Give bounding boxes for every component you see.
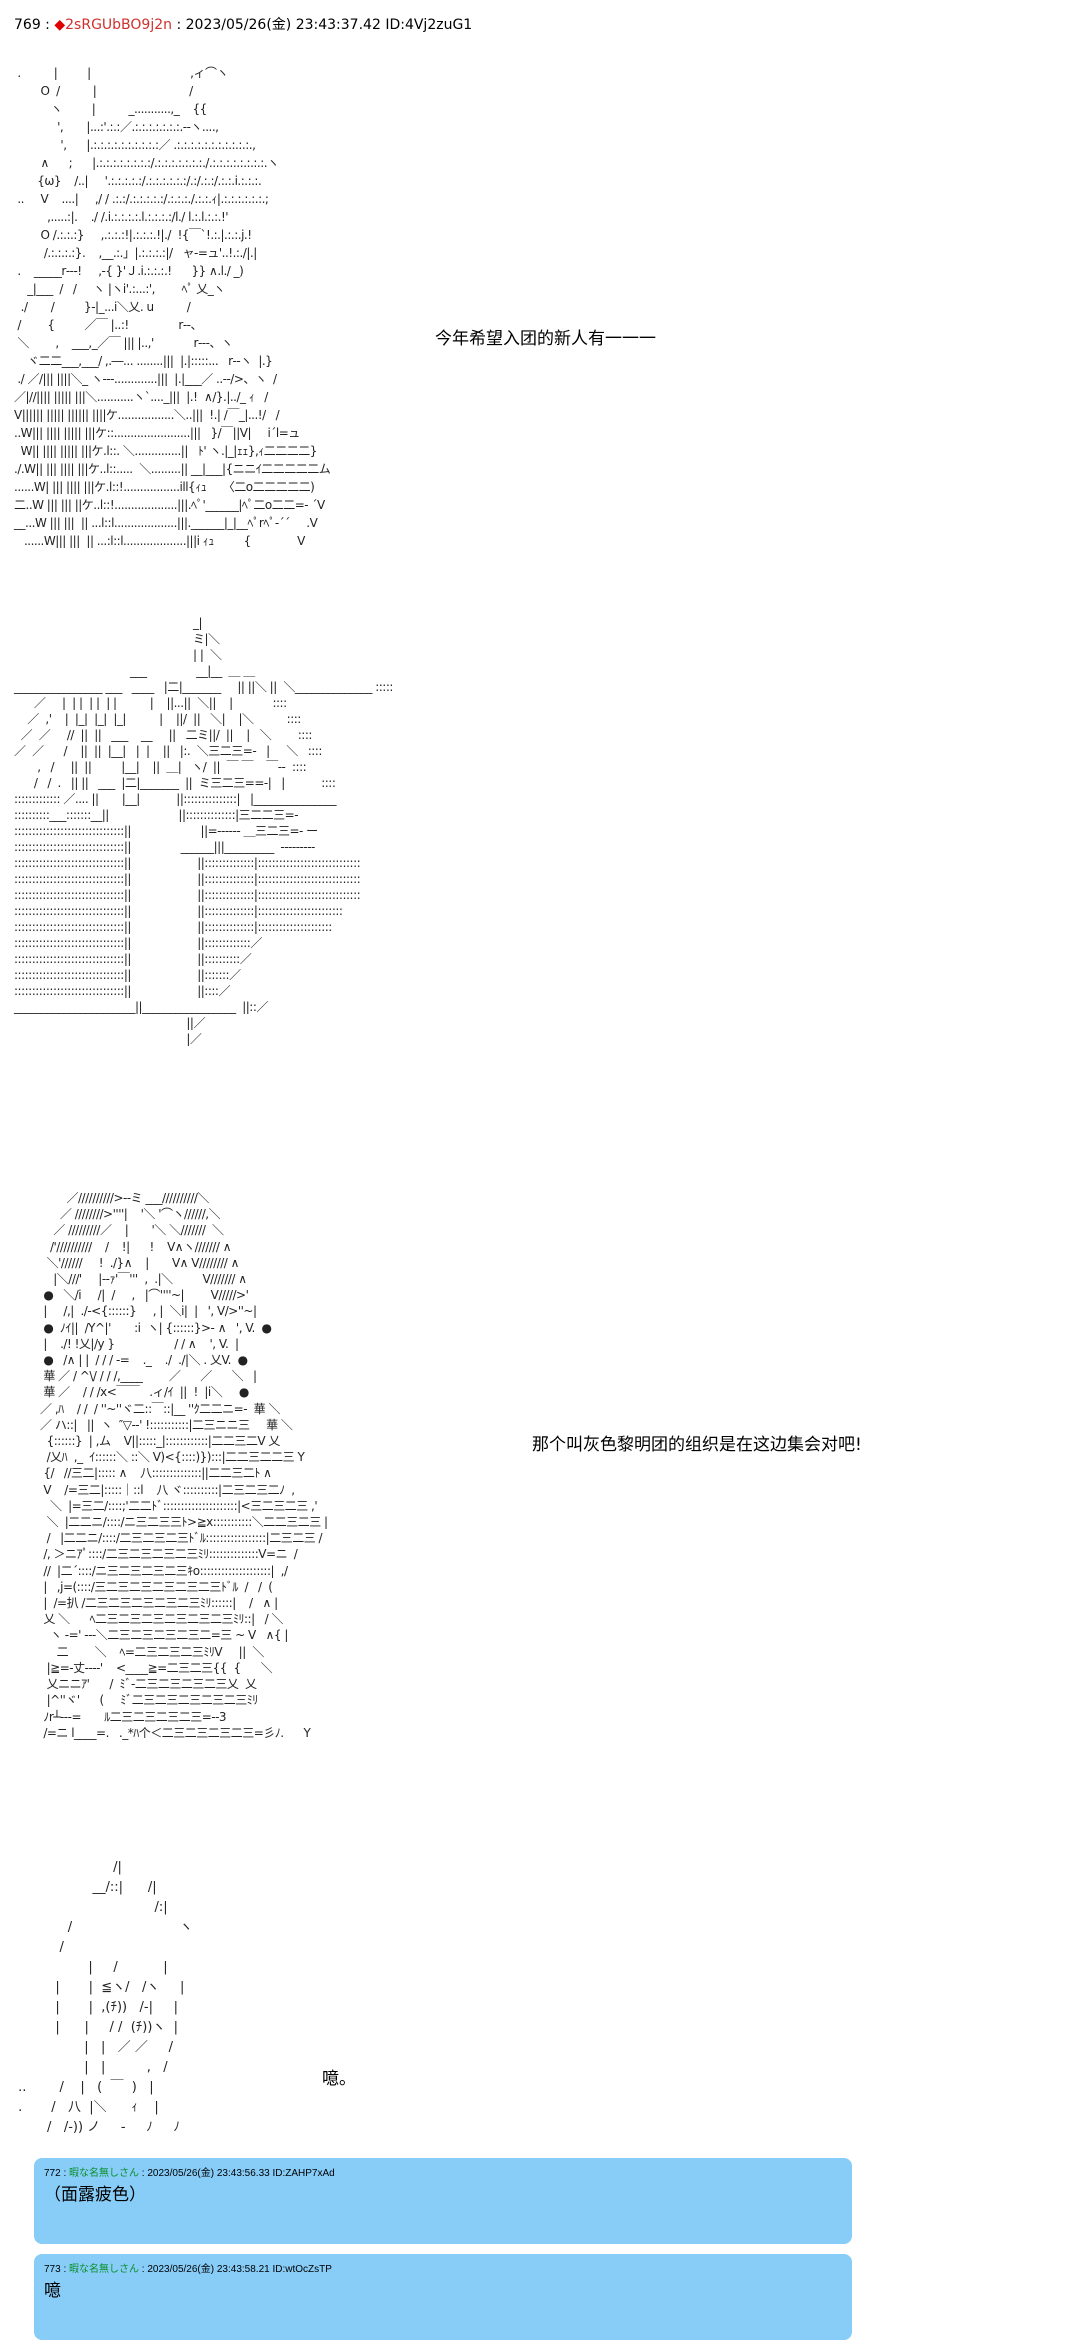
reply-id[interactable]: ID:ZAHP7xAd <box>272 2168 335 2179</box>
ascii-art-panel-1: . | | ,ィ⌒ヽ O / | / ヽ | _...........,_ {{… <box>14 66 331 548</box>
poster-name[interactable]: 2sRGUbBO9j2n <box>65 17 173 33</box>
trip-diamond-icon: ◆ <box>54 17 66 33</box>
reply-name[interactable]: 暇な名無しさん <box>69 2264 140 2275</box>
reply-name[interactable]: 暇な名無しさん <box>69 2168 140 2179</box>
poster-id[interactable]: ID:4Vj2zuG1 <box>385 17 473 33</box>
separator: : <box>40 17 55 33</box>
reply-post: 772 : 暇な名無しさん : 2023/05/26(金) 23:43:56.3… <box>34 2158 852 2244</box>
reply-header: 772 : 暇な名無しさん : 2023/05/26(金) 23:43:56.3… <box>44 2168 335 2179</box>
reply-datetime: 2023/05/26(金) 23:43:58.21 <box>147 2264 270 2275</box>
reply-body: （面露疲色） <box>44 2185 146 2205</box>
ascii-art-panel-2: _| ミ|＼ | | ＼ ___ __|__ ＿ ＿ _____________… <box>14 616 393 1046</box>
reply-post: 773 : 暇な名無しさん : 2023/05/26(金) 23:43:58.2… <box>34 2254 852 2340</box>
reply-number: 772 <box>44 2168 61 2179</box>
dialogue-line-3: 噫。 <box>322 2069 356 2089</box>
reply-id[interactable]: ID:wtOcZsTP <box>272 2264 332 2275</box>
ascii-art-panel-4: /| __/::| /| /:| / ヽ / | / | | | ≦ヽ/ /ヽ <box>18 1860 193 2135</box>
reply-body: 噫 <box>44 2281 61 2301</box>
post-header: 769 : ◆2sRGUbBO9j2n : 2023/05/26(金) 23:4… <box>14 14 472 34</box>
dialogue-line-1: 今年希望入团的新人有一一一 <box>435 329 656 349</box>
post-number: 769 <box>14 17 41 33</box>
ascii-art-panel-3: ／//////////>‐‐ミ ___//////////＼ ／ ///////… <box>40 1191 328 1740</box>
reply-header: 773 : 暇な名無しさん : 2023/05/26(金) 23:43:58.2… <box>44 2264 332 2275</box>
post-datetime: 2023/05/26(金) 23:43:37.42 <box>185 17 381 33</box>
reply-number: 773 <box>44 2264 61 2275</box>
reply-datetime: 2023/05/26(金) 23:43:56.33 <box>147 2168 270 2179</box>
dialogue-line-2: 那个叫灰色黎明团的组织是在这边集会对吧! <box>532 1435 862 1455</box>
separator: : <box>172 17 186 33</box>
